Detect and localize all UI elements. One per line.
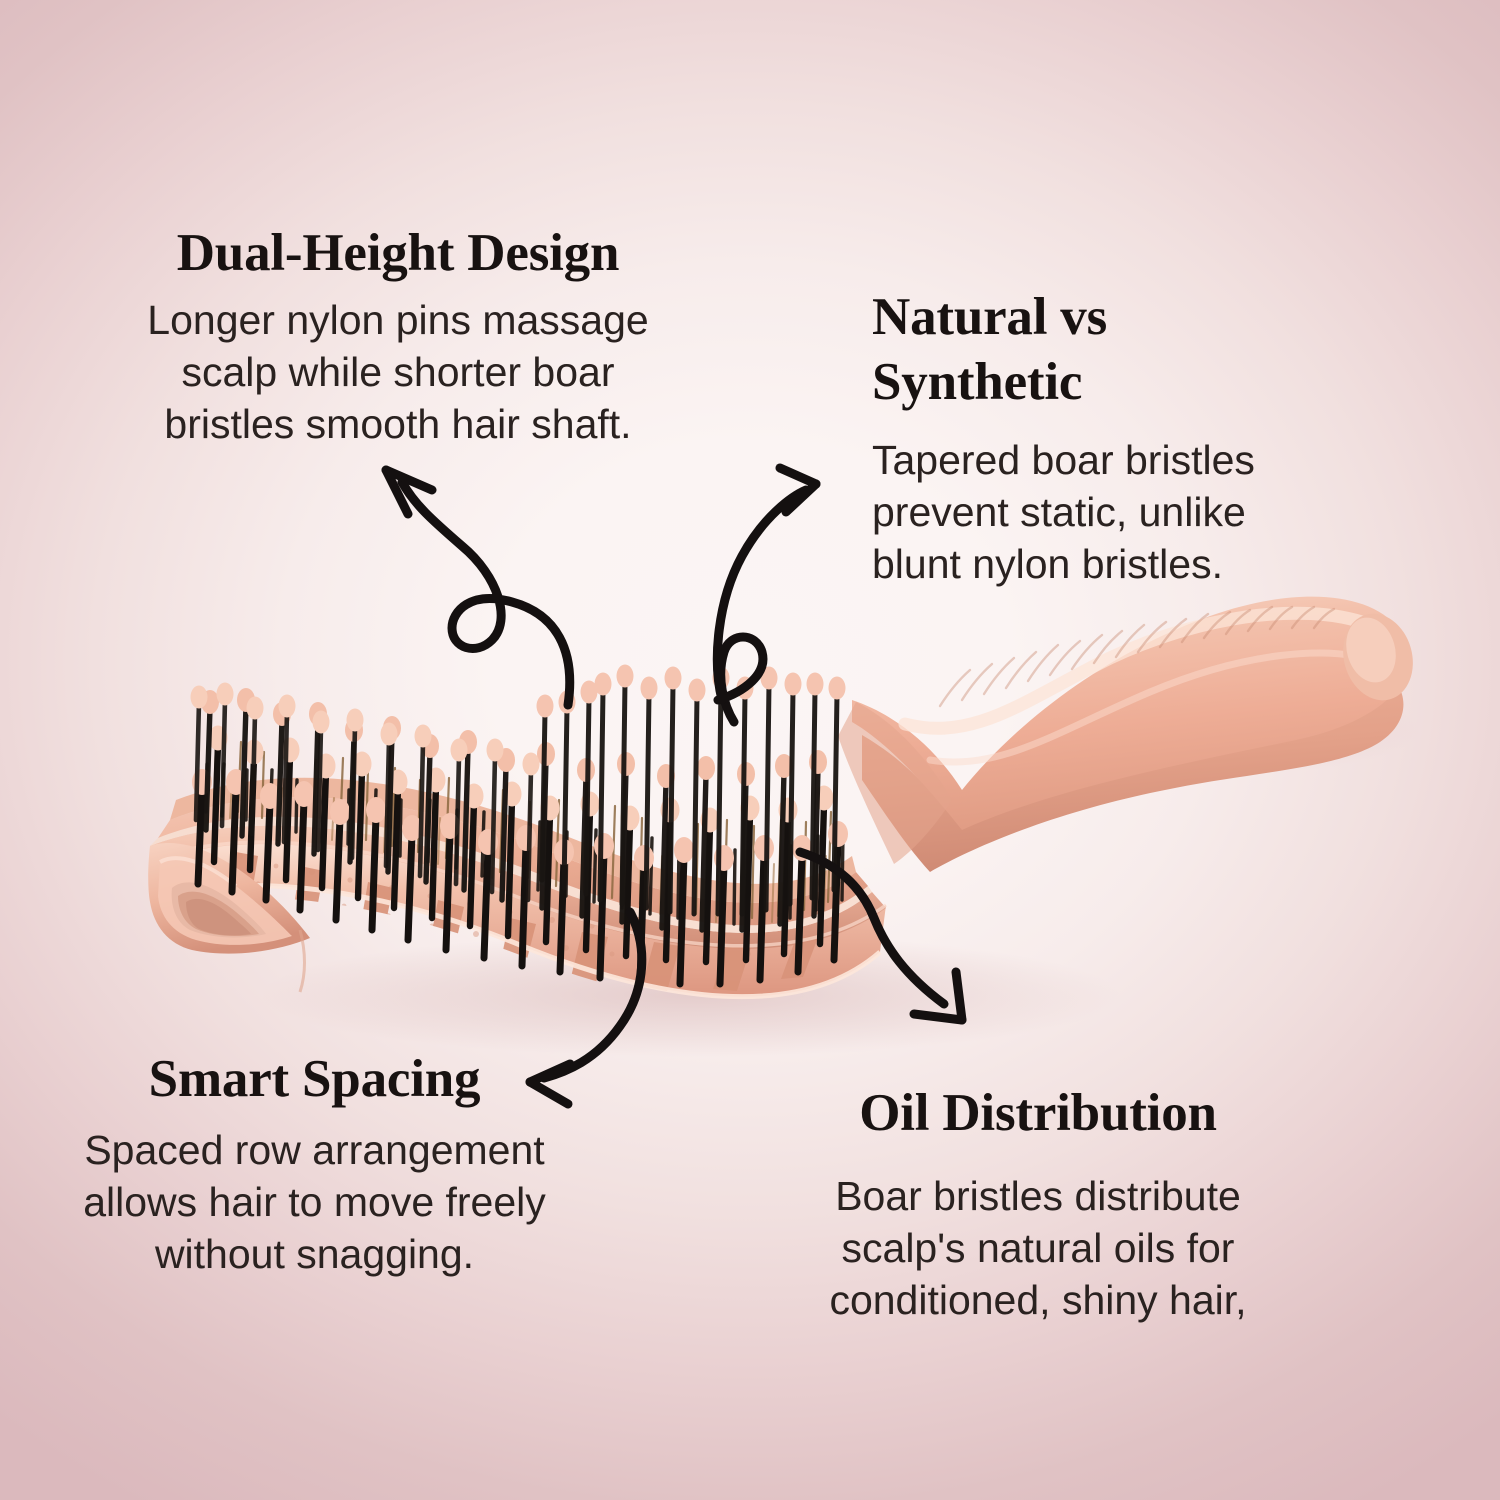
callout-body-line: allows hair to move freely — [83, 1179, 546, 1226]
arrow-oil-distribution — [795, 847, 967, 1025]
callout-body-line: blunt nylon bristles. — [872, 541, 1223, 588]
callout-body-line: without snagging. — [154, 1231, 475, 1278]
arrow-dual-height — [381, 465, 575, 710]
callout-heading-oil-distribution: Oil Distribution — [859, 1084, 1217, 1142]
callout-smart-spacing: Smart Spacing Spaced row arrangement all… — [62, 1048, 567, 1280]
brush-bristles — [190, 664, 848, 988]
callout-body-line: Tapered boar bristles — [872, 437, 1255, 484]
callout-body-smart-spacing: Spaced row arrangement allows hair to mo… — [62, 1124, 567, 1280]
callout-body-line: bristles smooth hair shaft. — [164, 401, 632, 448]
callout-heading-smart-spacing: Smart Spacing — [148, 1050, 481, 1108]
callout-heading-dual-height: Dual-Height Design — [176, 224, 620, 282]
callout-heading-line: Synthetic — [872, 352, 1083, 411]
callout-body-line: Spaced row arrangement — [84, 1127, 545, 1173]
nylon-pins — [190, 664, 848, 988]
callout-body-line: conditioned, shiny hair, — [829, 1277, 1247, 1324]
brush-paddle-base — [150, 777, 888, 1000]
callout-body-dual-height: Longer nylon pins massage scalp while sh… — [118, 294, 678, 450]
callout-body-line: scalp's natural oils for — [841, 1225, 1235, 1272]
callout-oil-distribution: Oil Distribution Boar bristles distribut… — [808, 1082, 1268, 1326]
callout-body-line: Longer nylon pins massage — [147, 297, 649, 343]
callout-body-line: Boar bristles distribute — [835, 1173, 1241, 1219]
brush-tip-hanging-hole — [148, 842, 310, 993]
callout-body-line: scalp while shorter boar — [181, 349, 615, 396]
callout-body-oil-distribution: Boar bristles distribute scalp's natural… — [808, 1170, 1268, 1326]
callout-heading-natural-vs-synthetic: Natural vs Synthetic — [872, 285, 1302, 414]
callout-dual-height: Dual-Height Design Longer nylon pins mas… — [118, 222, 678, 450]
arrow-natural-synthetic — [712, 463, 821, 727]
brush-handle — [838, 596, 1413, 872]
callout-body-line: prevent static, unlike — [872, 489, 1246, 536]
callout-heading-line: Natural vs — [872, 288, 1108, 346]
vent-slots — [230, 852, 819, 991]
callout-natural-vs-synthetic: Natural vs Synthetic Tapered boar bristl… — [872, 285, 1302, 591]
callout-body-natural-vs-synthetic: Tapered boar bristles prevent static, un… — [872, 434, 1302, 590]
